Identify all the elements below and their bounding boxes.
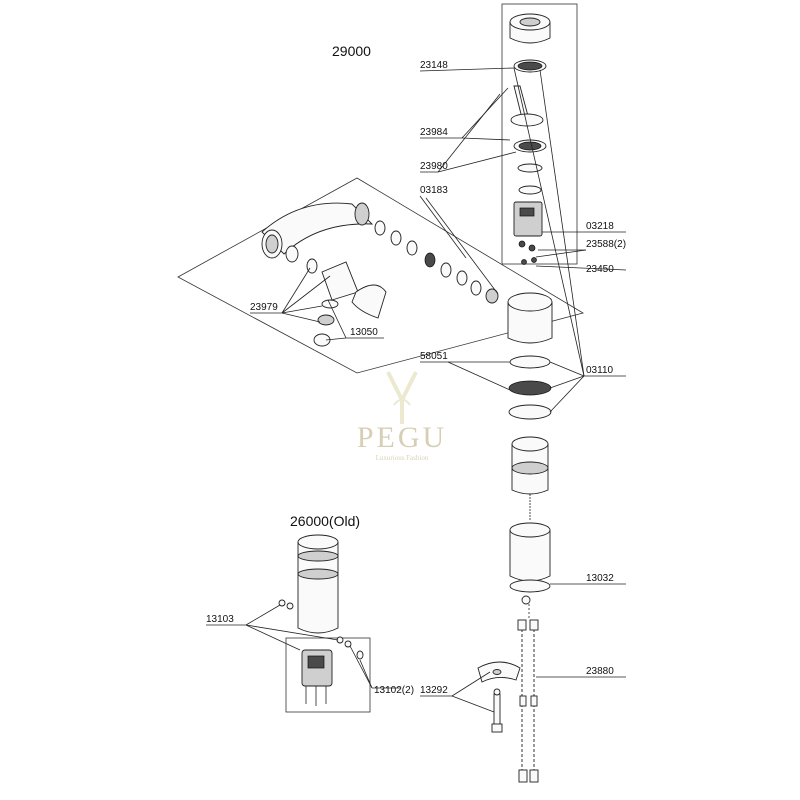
- part-label-23979: 23979: [250, 302, 278, 313]
- watermark: PEGU Luxurious Fashion: [357, 371, 447, 462]
- part-labels: 23148 23984 23980 03183 03218 23588(2) 2…: [206, 60, 626, 696]
- part-label-03218: 03218: [586, 221, 614, 232]
- supply-hoses: [517, 619, 539, 783]
- watermark-logo: [386, 371, 418, 424]
- sub-title: 26000(Old): [290, 513, 360, 529]
- mounting-set: [477, 661, 521, 733]
- leader-lines: [206, 67, 627, 713]
- part-label-13032: 13032: [586, 573, 614, 584]
- part-label-23880: 23880: [586, 666, 614, 677]
- part-label-13102: 13102(2): [374, 685, 414, 696]
- watermark-tagline: Luxurious Fashion: [376, 454, 429, 462]
- part-label-23450: 23450: [586, 264, 614, 275]
- part-label-13103: 13103: [206, 614, 234, 625]
- watermark-brand: PEGU: [357, 421, 447, 454]
- cartridge-box: [501, 3, 578, 265]
- part-label-03110: 03110: [586, 365, 614, 376]
- part-label-13292: 13292: [420, 685, 448, 696]
- cartridge-stack: [509, 13, 551, 265]
- old-body-26000: [278, 534, 364, 706]
- part-label-23148: 23148: [420, 60, 448, 71]
- part-label-03183: 03183: [420, 185, 448, 196]
- main-title: 29000: [332, 43, 371, 59]
- spout-body: [507, 292, 553, 620]
- part-label-23980: 23980: [420, 161, 448, 172]
- part-label-13050: 13050: [350, 327, 378, 338]
- part-label-23984: 23984: [420, 127, 448, 138]
- part-label-23588: 23588(2): [586, 239, 626, 250]
- spray-assembly: [261, 202, 499, 347]
- part-label-58051: 58051: [420, 351, 448, 362]
